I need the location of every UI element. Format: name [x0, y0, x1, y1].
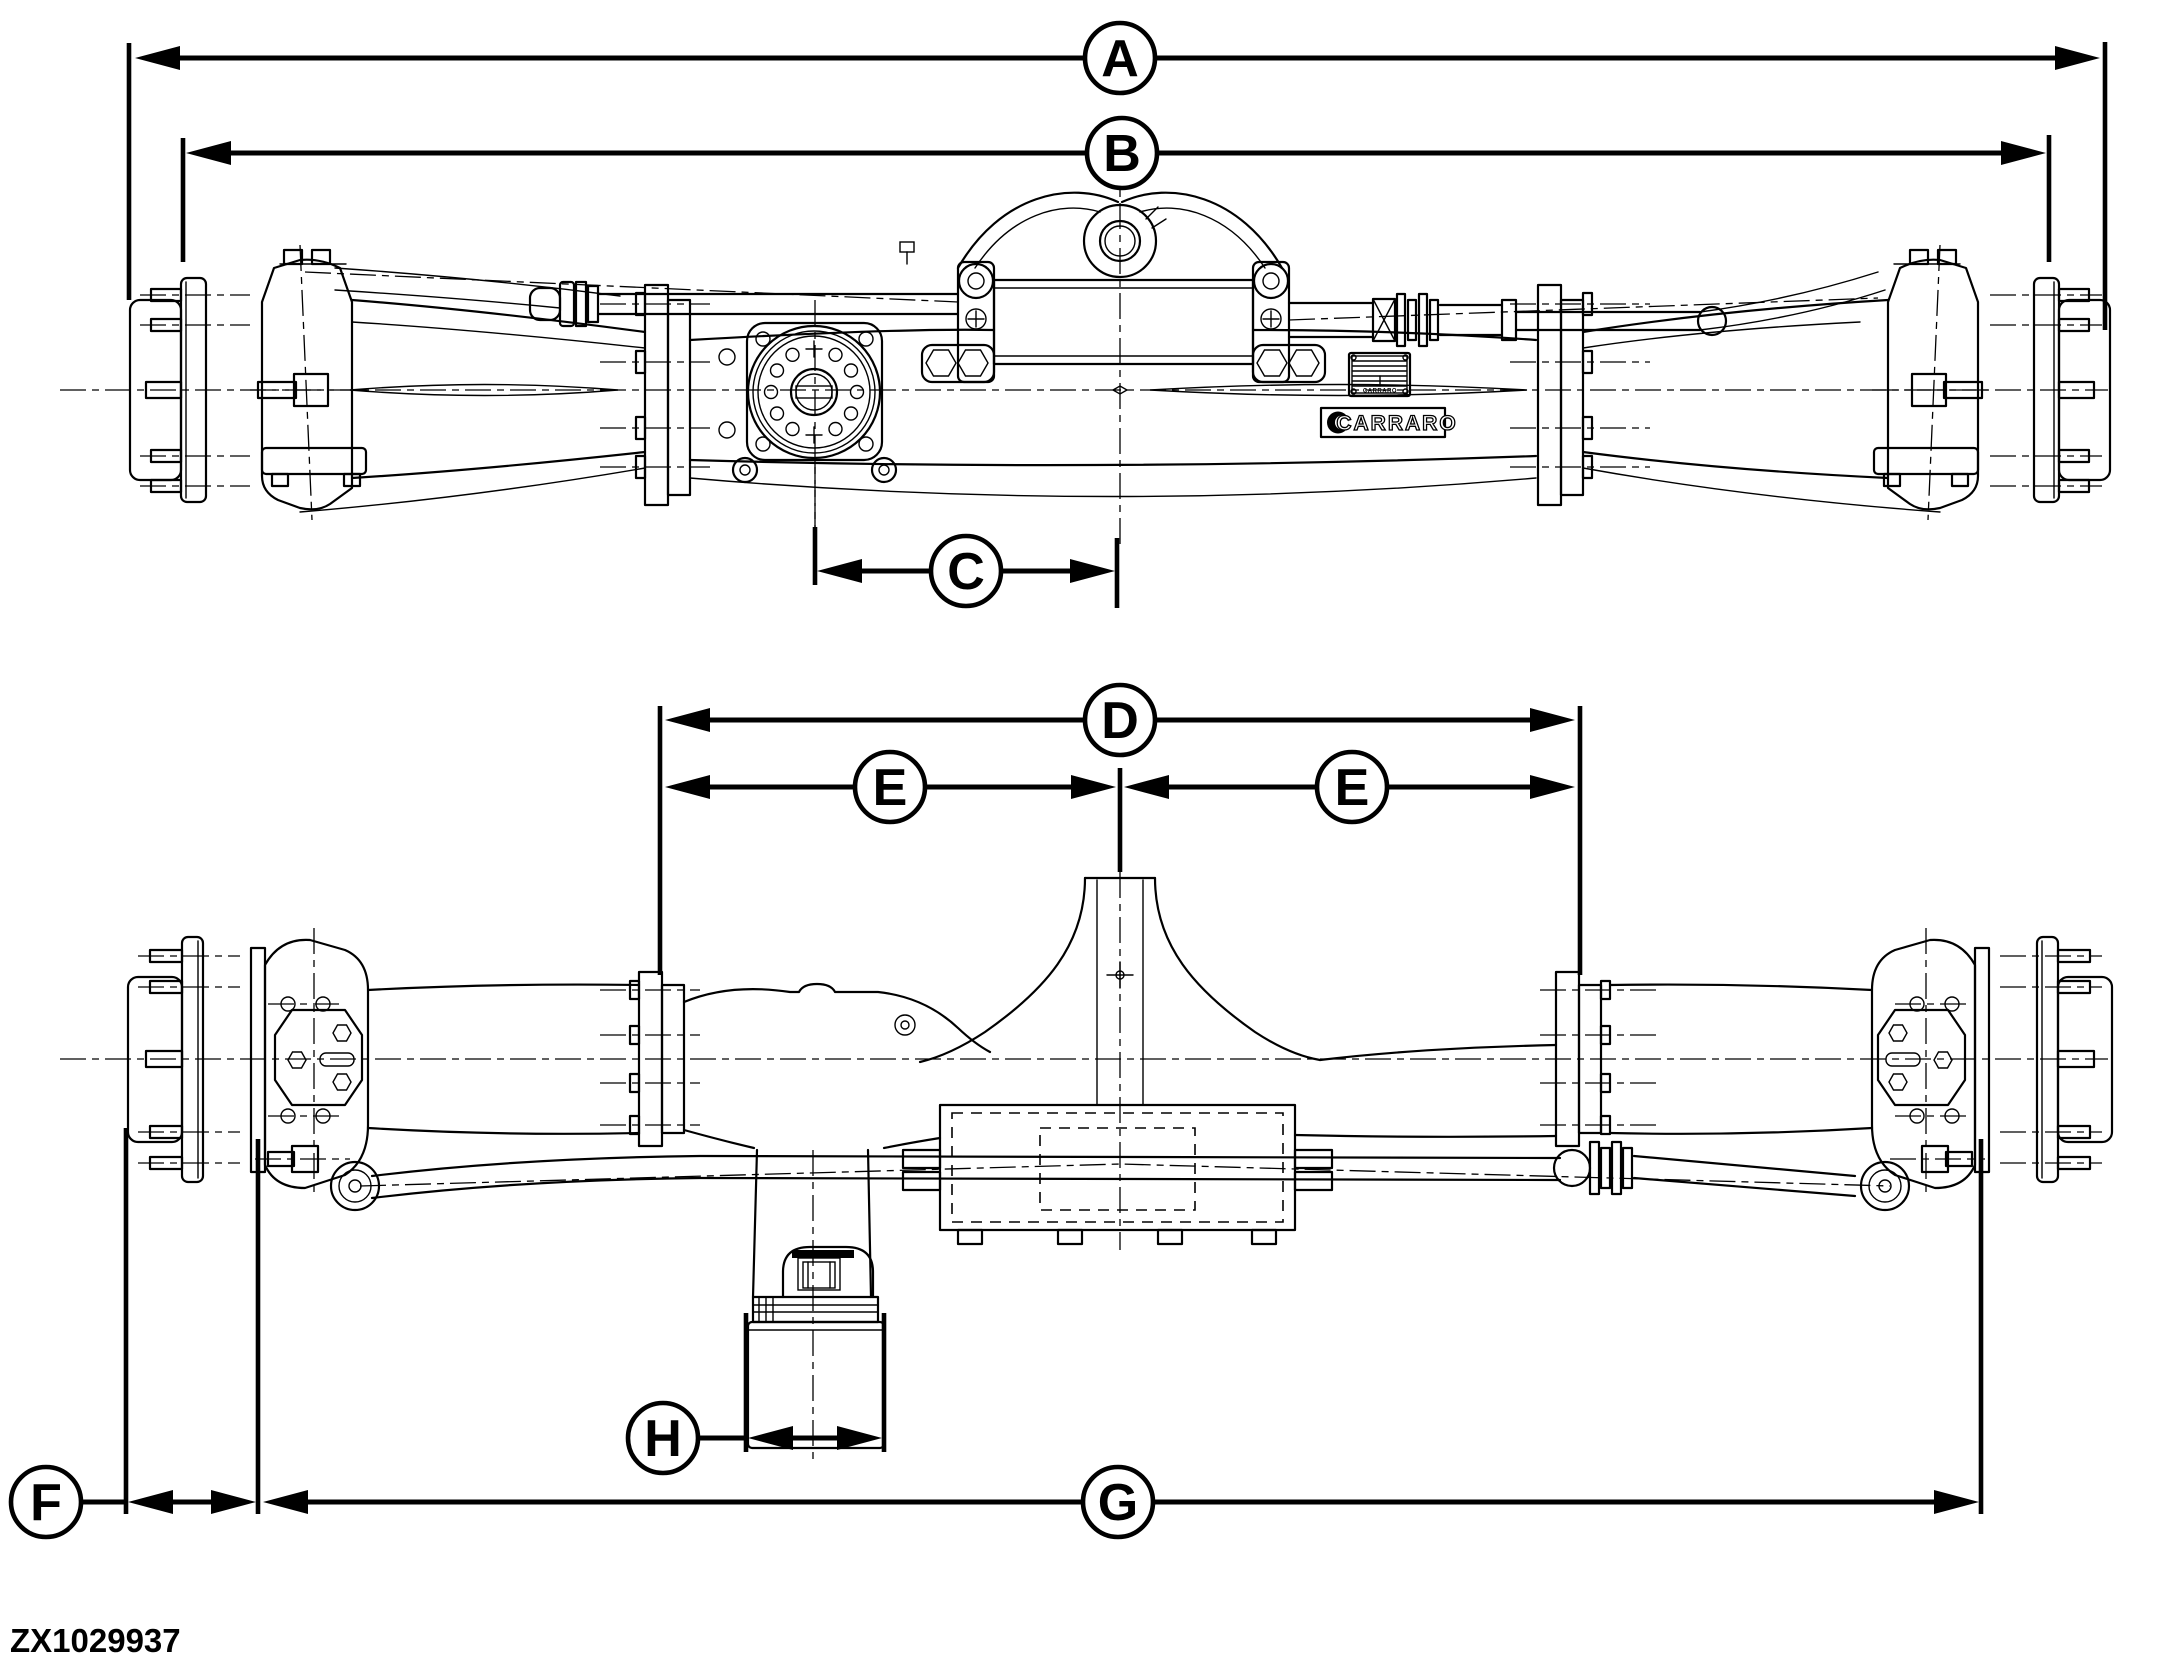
- dimension-d: D: [657, 682, 1583, 975]
- brand-plate: CARRARO: [1319, 406, 1457, 439]
- bottom-tie-rod: [359, 1140, 1911, 1212]
- dim-h-label: H: [644, 1410, 682, 1468]
- bottom-right-housing-beam: [1293, 1043, 1558, 1138]
- top-right-knuckle: [1872, 244, 1990, 521]
- top-right-wheel-hub: [1990, 276, 2112, 504]
- serial-number-plate: CARRARO: [1347, 351, 1412, 398]
- dim-g-circle: [1080, 1464, 1156, 1540]
- dimension-h: H: [625, 1313, 887, 1476]
- bottom-right-knuckle: [1870, 928, 1991, 1195]
- dim-b-circle: [1084, 115, 1160, 191]
- dim-b-label: B: [1103, 125, 1141, 183]
- brand-label: CARRARO: [1336, 412, 1457, 435]
- axle-bottom-view: [60, 872, 2114, 1465]
- dim-a-label: A: [1101, 30, 1139, 88]
- dimension-e-right: E: [1117, 749, 1575, 872]
- bottom-differential-housing: [682, 982, 992, 1150]
- top-left-axle-arm: [299, 267, 647, 513]
- dim-f-circle: [8, 1464, 84, 1540]
- top-right-brake-flange: [1510, 283, 1650, 507]
- dim-c-circle: [928, 533, 1004, 609]
- bottom-center-pivot-tower: [918, 872, 1322, 1250]
- dim-g-label: G: [1098, 1474, 1138, 1532]
- dim-e-left-label: E: [873, 759, 908, 817]
- top-housing-beam: [349, 328, 1538, 498]
- dim-f-label: F: [30, 1474, 62, 1532]
- top-left-brake-flange: [600, 283, 710, 507]
- bottom-pinion-drop-housing: [746, 1148, 886, 1465]
- top-left-knuckle: [250, 244, 368, 521]
- dim-d-circle: [1082, 682, 1158, 758]
- bottom-right-wheel-hub: [2000, 935, 2114, 1184]
- drawing-code: ZX1029937: [10, 1622, 181, 1659]
- bottom-left-wheel-hub: [126, 935, 240, 1184]
- dimension-f: F: [8, 1128, 261, 1540]
- bottom-right-axle-arm: [1540, 970, 1874, 1148]
- axle-top-view: CARRARO CARRARO: [60, 158, 2112, 545]
- dimension-c: C: [812, 458, 1120, 609]
- top-right-axle-arm: [1581, 298, 1941, 513]
- dim-e-left-circle: [852, 749, 928, 825]
- dimension-b: B: [180, 115, 2052, 262]
- dimension-g: G: [263, 1139, 1984, 1540]
- dim-d-label: D: [1101, 692, 1139, 750]
- bottom-left-axle-arm: [366, 970, 700, 1148]
- top-differential-flange: [718, 321, 898, 484]
- dimension-annotations: A B C: [8, 20, 2108, 1540]
- serial-plate-brand-text: CARRARO: [1363, 389, 1397, 395]
- dim-h-circle: [625, 1400, 701, 1476]
- dim-c-label: C: [947, 543, 985, 601]
- dim-e-right-circle: [1314, 749, 1390, 825]
- top-left-wheel-hub: [128, 276, 250, 504]
- top-left-tie-rod: [528, 280, 960, 328]
- bottom-left-knuckle: [249, 928, 381, 1212]
- top-steering-cylinder: [899, 191, 1327, 384]
- dim-a-circle: [1082, 20, 1158, 96]
- dimension-e-left: E: [665, 749, 1116, 825]
- top-right-tie-rod: [1287, 271, 1886, 348]
- bottom-support-bracket: [901, 1103, 1334, 1246]
- dimension-a: A: [126, 20, 2108, 330]
- dim-e-right-label: E: [1335, 759, 1370, 817]
